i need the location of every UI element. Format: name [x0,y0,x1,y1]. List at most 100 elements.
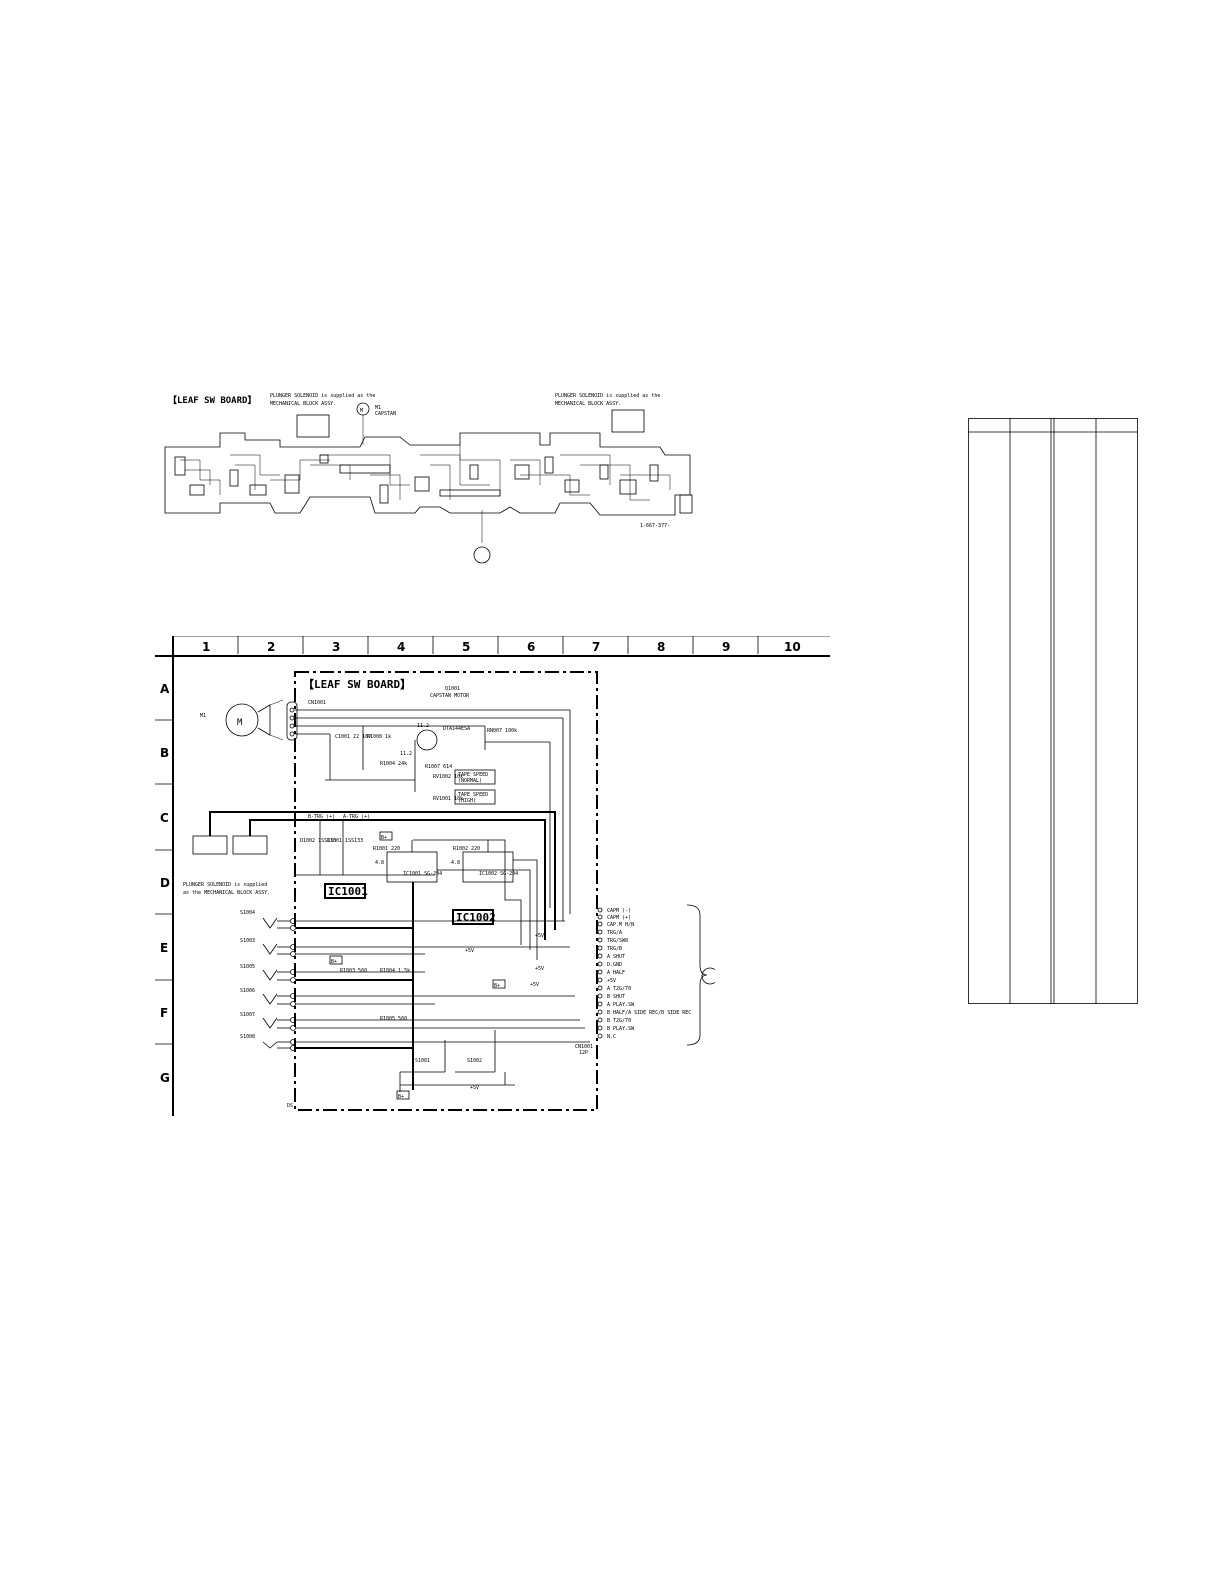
pin-4: TRG/SW8 [607,938,628,944]
cn-ref: CN1001 [575,1044,593,1050]
v48a-label: 4.8 [375,860,384,866]
pin-2: CAP.M H/N [607,922,634,928]
solenoid-a [192,835,228,855]
grid-col-9: 9 [722,640,730,654]
r1008-label: R1008 1k [367,734,391,740]
q1001-label: Q1001 [445,686,460,692]
grid-drawing: 1 2 3 4 5 6 7 8 9 10 A B C D E F G [155,635,830,1116]
q1001-transistor [416,729,438,751]
grid-row-g: G [160,1071,170,1085]
side-table [968,418,1138,1004]
grid-col-2: 2 [267,640,275,654]
s1005-label: S1005 [240,964,255,970]
pin-8: A HALF [607,970,625,976]
pin-10: A T2G/70 [607,986,631,992]
board-motor-symbol: M [360,408,363,414]
motor-symbol: M [237,718,243,728]
solenoid-note-l2: as the MECHANICAL BLOCK ASSY. [183,890,270,896]
pin-0: CAPM (-) [607,908,631,914]
grid-row-a: A [160,682,170,696]
tape-speed-high-box [454,789,496,805]
grid-col-10: 10 [784,640,801,654]
pin-12: A PLAY.SW [607,1002,635,1008]
board-view-note-left-1: PLUNGER SOLENOID is supplied as the [270,393,375,399]
board-boundary [294,671,598,1111]
d1001-label: D1001 1SS133 [327,838,363,844]
ic1002-label-box [452,909,494,925]
tape-speed-normal-box [454,769,496,785]
ic1001-small: IC1001 SG-204 [403,871,442,877]
r1003-label: R1003 560 [340,968,367,974]
grid-col-1: 1 [202,640,210,654]
s1008-label: S1008 [240,1034,255,1040]
grid-col-8: 8 [657,640,665,654]
ic1002-label: IC1002 [456,911,496,924]
schematic-title: 【LEAF SW BOARD】 [303,678,411,691]
side-table-drawing [968,418,1138,1004]
r1001-label: R1001 220 [373,846,400,852]
m1-label: M1 [200,713,206,719]
ic1001-package [386,851,438,883]
s1002-label: S1002 [467,1058,482,1064]
five-v-1: +5V [465,948,474,954]
s1003-label: S1003 [240,938,255,944]
switch-bank: S1004 S1003 S1005 S1006 S1007 S1008 [240,882,590,1090]
pin-7: D.GND [607,962,622,968]
pin-11: B SHUT [607,994,625,1000]
b-trg-label: B-TRG (+) [308,814,335,820]
b-plus-4: B+ [398,1094,404,1100]
v112a-label: 11.2 [417,723,429,729]
board-view-note-left-2: MECHANICAL BLOCK ASSY. [270,401,336,407]
s1001-label: S1001 [415,1058,430,1064]
pin-6: A SHUT [607,954,625,960]
tape-speed1-l1: TAPE SPEED [458,772,488,778]
cn-motor-connector [286,701,298,741]
board-connector-circle [473,546,491,564]
trigger-wires [209,811,556,940]
r1004b-label: R1004 1.5k [380,968,410,974]
b-plus-box-3 [492,979,506,989]
five-v-5: +5V [470,1085,479,1091]
tape-speed2-l2: (HIGH) [458,798,476,804]
solenoid-box-right [611,409,645,433]
ds-label: DS [287,1103,293,1109]
solenoid-note-l1: PLUNGER SOLENOID is supplied [183,882,267,888]
grid-row-d: D [160,876,170,890]
s1004-label: S1004 [240,910,255,916]
pin-1: CAPM (+) [607,915,631,921]
schematic: 【LEAF SW BOARD】 Q1001 CAPSTAN MOTOR M1 M… [175,660,719,1115]
s1007-label: S1007 [240,1012,255,1018]
b-plus-2: B+ [331,959,337,965]
r1007-label: RN007 100k [487,728,517,734]
c1001-label: C1001 22 16V [335,734,371,740]
grid-col-4: 4 [397,640,405,654]
b-plus-box-4 [396,1090,410,1100]
ic1001-label-box [324,883,366,899]
grid-col-3: 3 [332,640,340,654]
schematic-drawing: 【LEAF SW BOARD】 Q1001 CAPSTAN MOTOR M1 M… [183,671,719,1111]
board-motor-ref: M1 [375,405,381,411]
board-view-note-right-2: MECHANICAL BLOCK ASSY. [555,401,621,407]
ic1002-small: IC1002 SG-204 [479,871,518,877]
grid-row-c: C [160,811,169,825]
five-v-4: +5V [530,982,539,988]
pin-5: TRG/B [607,946,622,952]
pin-3: TRG/A [607,930,622,936]
capstan-motor-label: CAPSTAN MOTOR [430,693,470,699]
pcb-traces [180,445,671,501]
grid-row-e: E [160,941,168,955]
r1005-label: R1005 560 [380,1016,407,1022]
board-view: 【LEAF SW BOARD】 PLUNGER SOLENOID is supp… [160,385,720,575]
rv1001-label: RV1001 10k [433,796,463,802]
solenoid-box-left [296,414,330,438]
solenoid-b [232,835,268,855]
tape-speed1-l2: (NORMAL) [458,778,482,784]
pin-13: B HALF/A SIDE REC/B SIDE REC [607,1010,691,1016]
ic1002-package [462,851,514,883]
grid-area: 1 2 3 4 5 6 7 8 9 10 A B C D E F G [155,635,830,1116]
board-view-note-right-1: PLUNGER SOLENOID is supplied as the [555,393,660,399]
board-view-drawing: 【LEAF SW BOARD】 PLUNGER SOLENOID is supp… [164,393,693,564]
r1004-label: R1004 24k [380,761,407,767]
b-plus-box-1 [379,831,393,841]
v112b-label: 11.2 [400,751,412,757]
